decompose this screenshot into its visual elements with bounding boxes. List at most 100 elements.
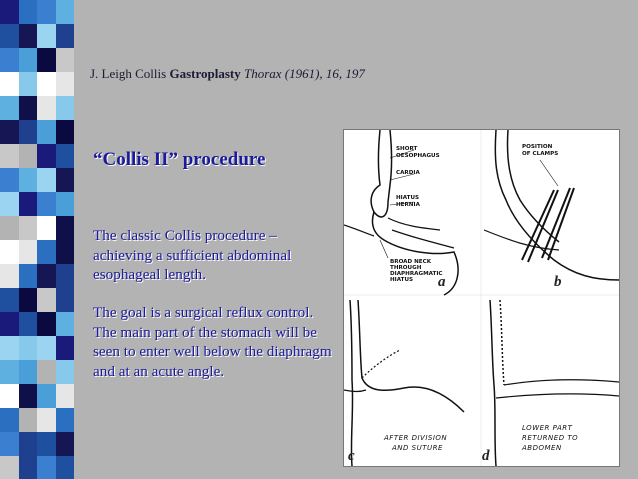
mosaic-tile [0,384,19,408]
mosaic-tile [37,384,56,408]
mosaic-tile [18,48,37,72]
label-position: POSITION [522,144,553,150]
label-oesophagus: OESOPHAGUS [396,153,440,159]
mosaic-tile [37,264,56,288]
mosaic-tile [55,408,74,432]
mosaic-tile [37,96,56,120]
paragraph-procedure: The classic Collis procedure – achieving… [93,227,292,283]
mosaic-tile [55,456,74,479]
mosaic-tile [0,216,19,240]
citation-title: Gastroplasty [169,66,241,81]
mosaic-tile [55,264,74,288]
mosaic-tile [55,96,74,120]
mosaic-tile [0,192,19,216]
mosaic-tile [18,432,37,456]
mosaic-tile [55,288,74,312]
mosaic-tile [55,48,74,72]
mosaic-tile [55,144,74,168]
mosaic-tile [18,336,37,360]
mosaic-tile [18,192,37,216]
panel-a-drawing: SHORT OESOPHAGUS CARDIA HIATUS HERNIA BR… [344,130,459,296]
mosaic-tile [55,192,74,216]
panel-d-drawing: LOWER PART RETURNED TO ABDOMEN d [482,299,619,466]
mosaic-tile [18,144,37,168]
label-returned-to: RETURNED TO [522,434,578,442]
mosaic-tile [18,24,37,48]
mosaic-tile [37,432,56,456]
mosaic-tile [55,336,74,360]
citation-journal: Thorax (1961), 16, 197 [243,66,365,81]
mosaic-tile [18,312,37,336]
panel-b-label: b [554,274,562,290]
mosaic-tile [37,240,56,264]
mosaic-tile [18,264,37,288]
panel-c-drawing: AFTER DIVISION AND SUTURE c [344,299,465,466]
mosaic-tile [0,432,19,456]
mosaic-tile [18,216,37,240]
mosaic-tile [55,24,74,48]
mosaic-tile [0,168,19,192]
mosaic-tile [0,456,19,479]
mosaic-tile [37,288,56,312]
mosaic-tile [37,72,56,96]
mosaic-tile [37,168,56,192]
mosaic-tile [18,120,37,144]
label-and-suture: AND SUTURE [391,444,443,452]
label-through: THROUGH [390,265,422,271]
mosaic-tile [0,240,19,264]
mosaic-tile [37,0,56,24]
surgical-illustration: SHORT OESOPHAGUS CARDIA HIATUS HERNIA BR… [343,129,620,467]
mosaic-tile [55,312,74,336]
label-hiatus: HIATUS [396,195,419,201]
mosaic-tile [0,96,19,120]
mosaic-tile [37,312,56,336]
label-after-division: AFTER DIVISION [383,434,447,442]
mosaic-tile [55,240,74,264]
mosaic-tile [0,312,19,336]
mosaic-tile [0,360,19,384]
mosaic-tile [18,240,37,264]
mosaic-tile [0,264,19,288]
mosaic-tile [55,432,74,456]
mosaic-tile [55,0,74,24]
mosaic-tile [55,168,74,192]
label-hernia: HERNIA [396,202,421,208]
mosaic-tile [37,456,56,479]
mosaic-tile [18,96,37,120]
citation: J. Leigh Collis Gastroplasty Thorax (196… [90,66,365,82]
mosaic-tile [37,144,56,168]
label-short: SHORT [396,146,418,152]
illustration-svg: SHORT OESOPHAGUS CARDIA HIATUS HERNIA BR… [344,130,619,466]
panel-a-label: a [438,274,446,290]
mosaic-tile [37,408,56,432]
mosaic-tile [0,72,19,96]
mosaic-tile [55,120,74,144]
mosaic-tile [18,168,37,192]
mosaic-tile [55,72,74,96]
mosaic-tile [37,192,56,216]
slide-heading: “Collis II” procedure [93,149,266,170]
mosaic-tile [0,0,19,24]
mosaic-tile [18,456,37,479]
panel-b-drawing: POSITION OF CLAMPS b [483,130,619,290]
mosaic-tile [37,48,56,72]
mosaic-tile [0,336,19,360]
mosaic-tile [18,288,37,312]
mosaic-tile [55,360,74,384]
mosaic-tile [0,288,19,312]
mosaic-tile [37,216,56,240]
mosaic-tile [0,48,19,72]
mosaic-tile [18,408,37,432]
mosaic-tile [18,0,37,24]
label-abdomen: ABDOMEN [521,444,562,452]
label-cardia: CARDIA [396,170,420,176]
mosaic-tile [0,408,19,432]
mosaic-tile [18,360,37,384]
paragraph-goal: The goal is a surgical reflux control. T… [93,304,332,380]
mosaic-tile [18,72,37,96]
label-broad-neck: BROAD NECK [390,259,432,265]
mosaic-tile [37,120,56,144]
mosaic-tile [0,24,19,48]
label-lower-part: LOWER PART [522,424,573,432]
label-of-clamps: OF CLAMPS [522,151,558,157]
